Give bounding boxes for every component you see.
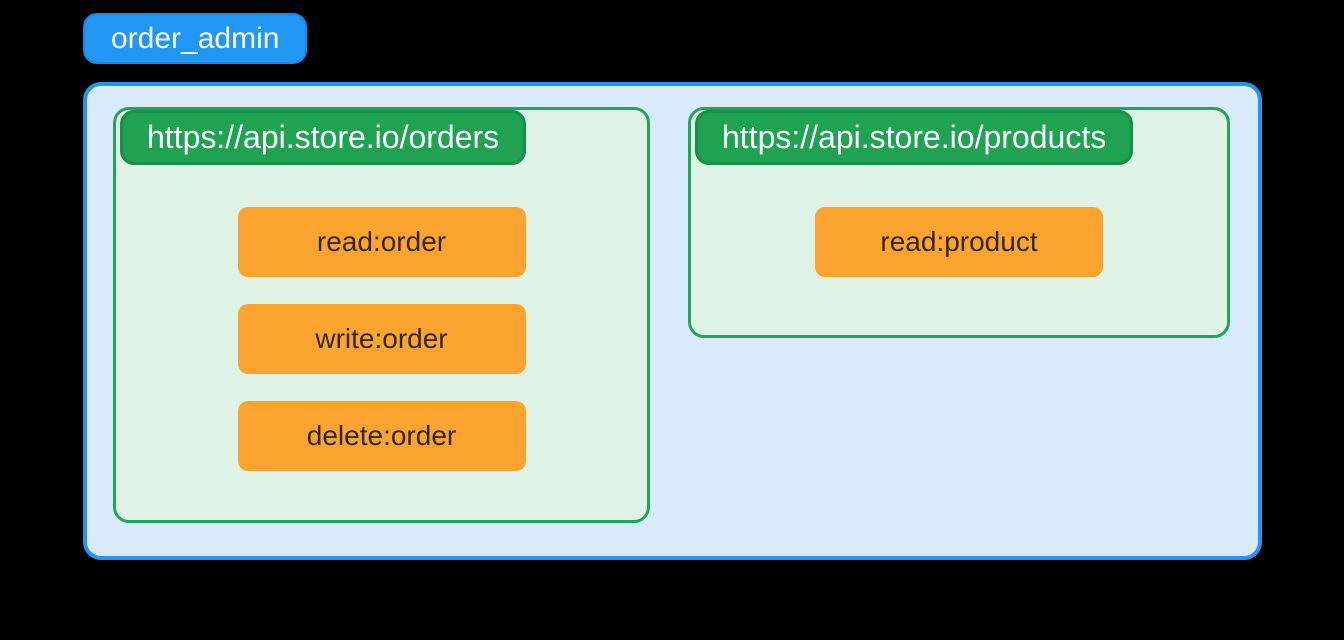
- scope-label: read:order: [316, 226, 447, 257]
- resource-panel-orders: https://api.store.io/orders read:order w…: [113, 107, 650, 523]
- scope-label: delete:order: [306, 420, 457, 451]
- resource-url-label: https://api.store.io/products: [722, 119, 1107, 155]
- role-badge: order_admin: [83, 13, 308, 64]
- role-label: order_admin: [111, 21, 280, 55]
- permissions-container: https://api.store.io/orders read:order w…: [83, 82, 1262, 560]
- scope-badge-delete-order: delete:order: [237, 401, 526, 471]
- scope-label: write:order: [315, 323, 448, 354]
- scope-badge-read-product: read:product: [815, 207, 1103, 277]
- resource-panel-products: https://api.store.io/products read:produ…: [688, 107, 1230, 338]
- scope-label: read:product: [880, 226, 1038, 257]
- resource-url-label: https://api.store.io/orders: [147, 119, 500, 155]
- scope-list-products: read:product: [691, 207, 1227, 277]
- scope-badge-write-order: write:order: [237, 304, 526, 374]
- scope-list-orders: read:order write:order delete:order: [116, 207, 647, 471]
- scope-badge-read-order: read:order: [237, 207, 526, 277]
- resource-url-badge-orders: https://api.store.io/orders: [120, 110, 527, 165]
- resource-url-badge-products: https://api.store.io/products: [695, 110, 1134, 165]
